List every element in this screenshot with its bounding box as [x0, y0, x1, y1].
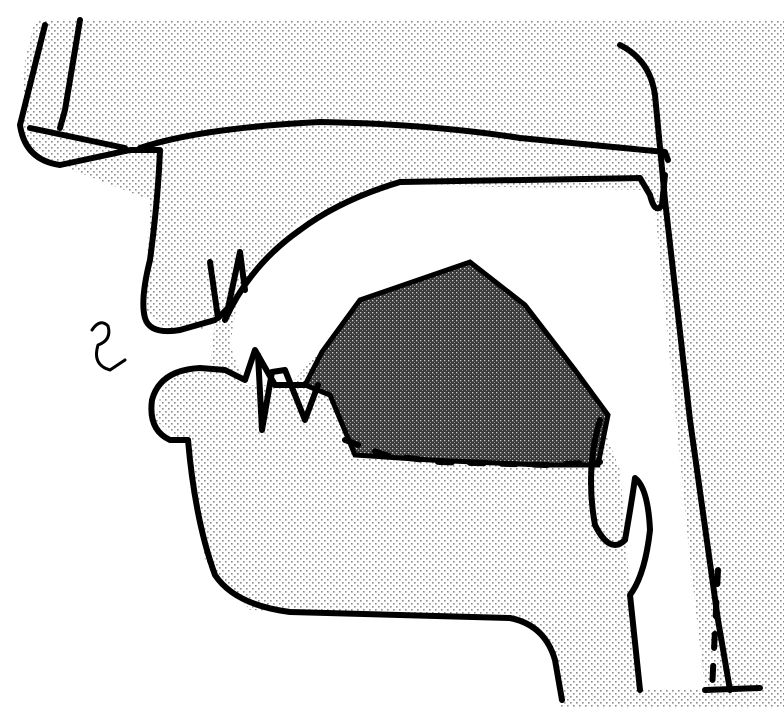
lip-mark-label: e [84, 344, 90, 355]
larynx-rear [705, 688, 760, 690]
lip-mark-glyph [92, 323, 125, 370]
